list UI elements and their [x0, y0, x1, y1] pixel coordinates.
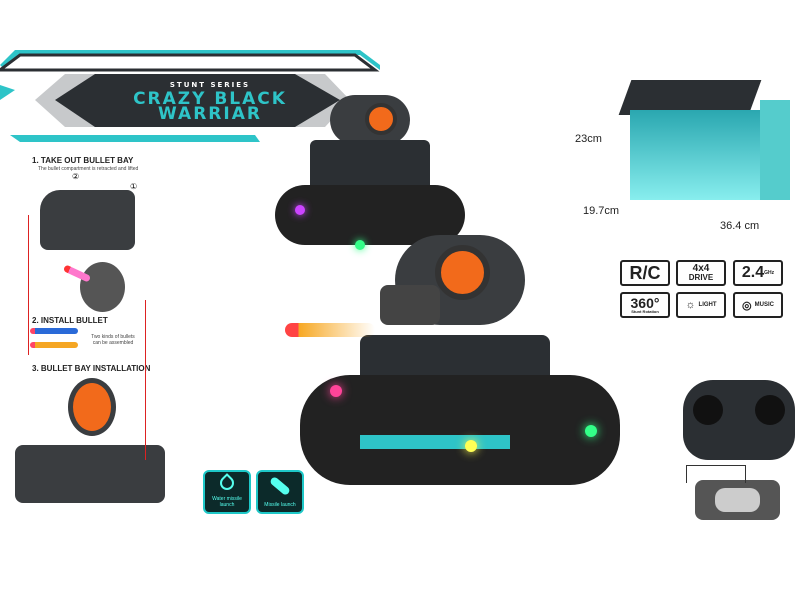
step-2-note: Two kinds of bullets can be assembled	[91, 334, 135, 346]
box-depth: 19.7cm	[583, 205, 620, 217]
step-1-note: The bullet compartment is retracted and …	[38, 166, 139, 172]
product-box	[618, 80, 790, 210]
badge-360: 360° Stunt Rotation	[620, 292, 670, 318]
missile-icon	[269, 475, 291, 497]
bullet-orange-icon	[30, 342, 78, 348]
music-label: MUSIC	[754, 302, 774, 308]
usb-charger	[695, 480, 780, 520]
feature-missile-launch: Missile launch	[256, 470, 304, 514]
water-drop-icon	[217, 473, 237, 493]
feature-water-missile: Water missile launch	[203, 470, 251, 514]
light-label: LIGHT	[698, 302, 717, 308]
badge-music: ◎MUSIC	[733, 292, 783, 318]
rotation-value: 360°	[630, 295, 660, 311]
guide-line	[145, 300, 146, 460]
badge-rc: R/C	[620, 260, 670, 286]
banner-title-line1: CRAZY BLACK	[133, 89, 287, 109]
charger-cable	[686, 465, 746, 483]
bullet-bay-illustration	[40, 190, 135, 250]
badge-light: ☼LIGHT	[676, 292, 726, 318]
freq-value: 2.4	[741, 264, 765, 281]
banner-title-line2: WARRIAR	[158, 104, 262, 124]
step-3-title: 3. BULLET BAY INSTALLATION	[32, 364, 151, 373]
bullet-drum-illustration	[80, 262, 125, 312]
freq-unit: GHz	[764, 270, 775, 276]
step-marker-2: ②	[72, 172, 80, 181]
box-width: 36.4 cm	[720, 220, 760, 232]
box-height: 23cm	[575, 133, 602, 145]
drive-bottom: DRIVE	[688, 273, 714, 282]
badge-4x4: 4x4 DRIVE	[676, 260, 726, 286]
bullet-blue-icon	[30, 328, 78, 334]
vehicle-large	[300, 235, 620, 525]
drive-top: 4x4	[692, 263, 710, 274]
feature-label: Missile launch	[264, 502, 296, 508]
drum-illustration	[68, 378, 116, 436]
remote-controller	[683, 380, 795, 460]
step-marker-1: ①	[130, 182, 138, 191]
banner-frame	[0, 50, 380, 142]
feature-label: Water missile launch	[212, 496, 242, 508]
fired-bullet	[285, 323, 375, 337]
step-2-title: 2. INSTALL BULLET	[32, 316, 108, 325]
turret-base-illustration	[15, 445, 165, 503]
guide-line	[28, 215, 29, 355]
speaker-icon: ◎	[742, 299, 752, 312]
rotation-sub: Stunt Rotation	[631, 309, 659, 314]
banner-series: STUNT SERIES	[169, 81, 251, 89]
step-1-title: 1. TAKE OUT BULLET BAY	[32, 156, 134, 165]
light-bulb-icon: ☼	[685, 299, 696, 311]
